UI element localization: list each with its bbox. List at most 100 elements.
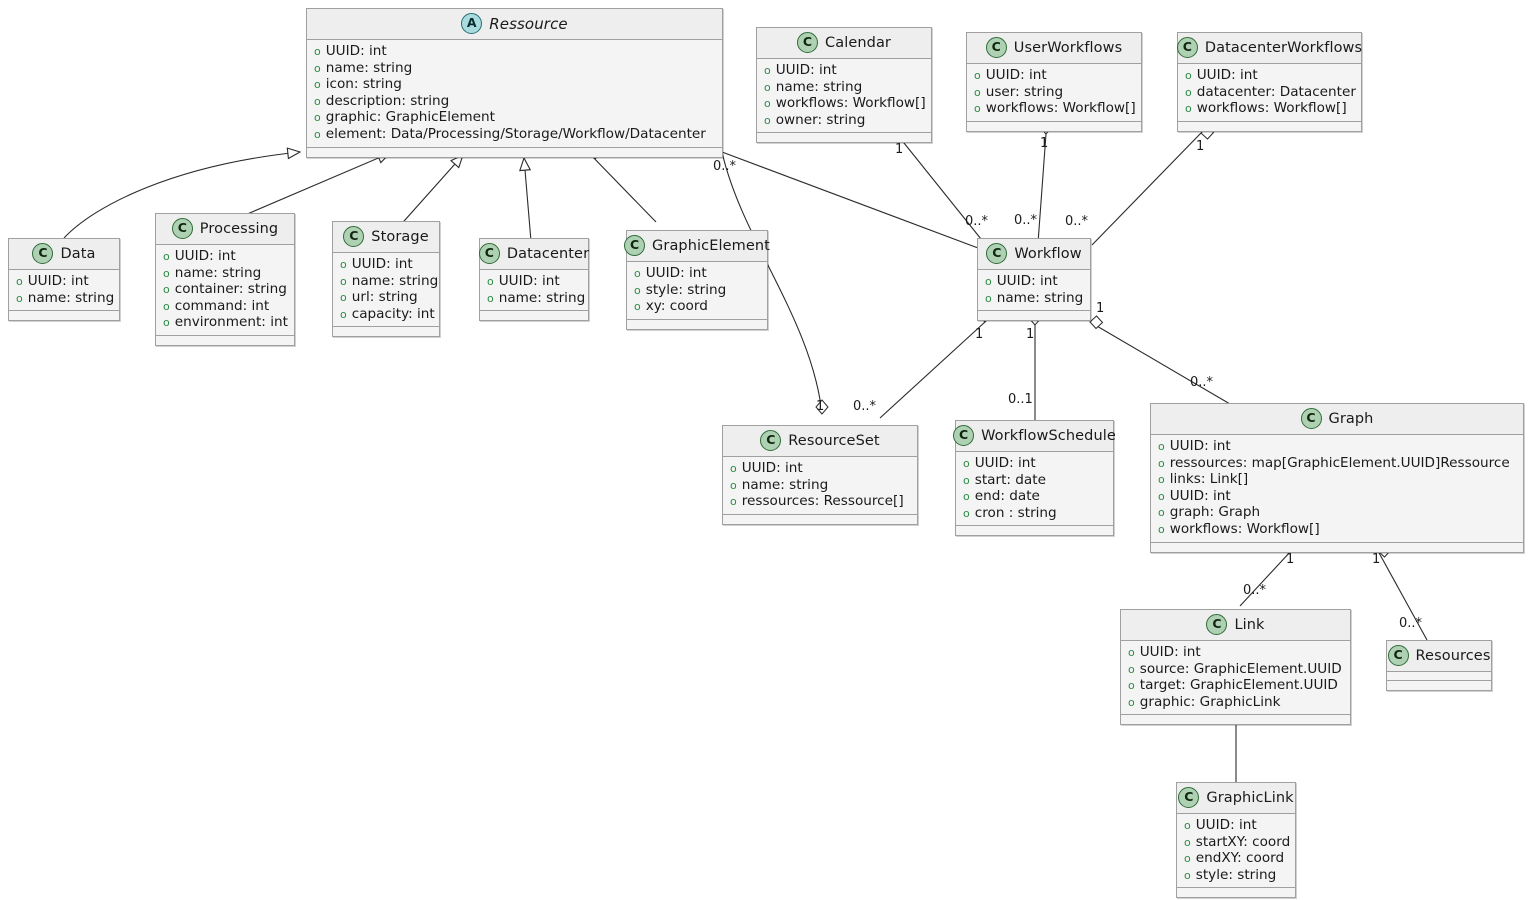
- attribute-text: UUID: int: [325, 43, 387, 59]
- visibility-icon: o: [634, 300, 641, 314]
- operation-compartment: [1387, 681, 1491, 690]
- attribute-text: url: string: [351, 289, 418, 306]
- operation-compartment: [307, 147, 722, 157]
- multiplicity-label: 1: [1026, 327, 1035, 342]
- visibility-icon: o: [340, 258, 347, 271]
- attribute-text: UUID: int: [741, 460, 803, 476]
- class-badge-icon: C: [624, 235, 646, 256]
- attribute-text: name: string: [325, 59, 413, 76]
- attribute-compartment: [1387, 672, 1491, 681]
- visibility-icon: o: [1184, 852, 1191, 866]
- visibility-icon: o: [963, 506, 970, 520]
- attribute-text: workflows: Workflow[]: [775, 95, 926, 112]
- visibility-icon: o: [1185, 102, 1192, 116]
- attribute-text: UUID: int: [996, 273, 1058, 289]
- class-header: C GraphicLink: [1177, 783, 1295, 814]
- class-title: Ressource: [489, 14, 568, 33]
- attribute-text: UUID: int: [985, 67, 1047, 83]
- attribute-text: graphic: GraphicLink: [1139, 693, 1281, 710]
- multiplicity-label: 1: [1040, 136, 1049, 151]
- class-header: C Datacenter: [478, 239, 589, 270]
- operation-compartment: [333, 327, 439, 337]
- attribute-text: name: string: [741, 476, 829, 493]
- attribute-text: UUID: int: [351, 256, 413, 272]
- class-badge-icon: C: [1206, 614, 1228, 635]
- attribute-text: UUID: int: [498, 273, 560, 289]
- visibility-icon: o: [16, 275, 23, 288]
- visibility-icon: o: [1128, 679, 1135, 693]
- visibility-icon: o: [1184, 819, 1191, 832]
- attribute-row: o UUID: int: [1184, 817, 1288, 834]
- multiplicity-label: 1: [975, 327, 984, 342]
- class-header: C Workflow: [978, 239, 1090, 270]
- visibility-icon: o: [16, 291, 23, 305]
- multiplicity-label: 1: [816, 399, 825, 414]
- visibility-icon: o: [1158, 440, 1165, 453]
- class-badge-icon: C: [1178, 787, 1200, 808]
- visibility-icon: o: [1158, 522, 1165, 536]
- visibility-icon: o: [985, 291, 992, 305]
- attribute-text: UUID: int: [1195, 817, 1257, 833]
- class-header: C Link: [1121, 610, 1350, 641]
- class-badge-icon: C: [32, 243, 54, 264]
- class-header: C Calendar: [757, 28, 931, 59]
- attribute-text: cron : string: [974, 504, 1057, 521]
- attribute-text: capacity: int: [351, 305, 435, 322]
- class-header: C Graph: [1151, 404, 1523, 435]
- class-resources[interactable]: C Resources: [1386, 640, 1492, 691]
- multiplicity-label: 0..*: [713, 159, 737, 174]
- attribute-text: name: string: [498, 289, 586, 306]
- class-title: Data: [60, 245, 96, 262]
- visibility-icon: o: [974, 69, 981, 82]
- class-badge-icon: C: [1176, 37, 1198, 58]
- multiplicity-label: 1: [1372, 552, 1381, 567]
- attribute-row: o UUID: int: [985, 273, 1083, 290]
- visibility-icon: o: [985, 275, 992, 288]
- visibility-icon: o: [314, 45, 321, 58]
- edge-workflow-graph: [1089, 321, 1231, 405]
- visibility-icon: o: [314, 94, 321, 108]
- attribute-text: name: string: [351, 272, 439, 289]
- attribute-text: endXY: coord: [1195, 850, 1285, 867]
- class-title: UserWorkflows: [1013, 39, 1123, 56]
- attribute-text: command: int: [174, 297, 270, 314]
- attribute-text: source: GraphicElement.UUID: [1139, 660, 1342, 677]
- visibility-icon: o: [1128, 662, 1135, 676]
- visibility-icon: o: [1158, 489, 1165, 503]
- attribute-text: graphic: GraphicElement: [325, 109, 495, 126]
